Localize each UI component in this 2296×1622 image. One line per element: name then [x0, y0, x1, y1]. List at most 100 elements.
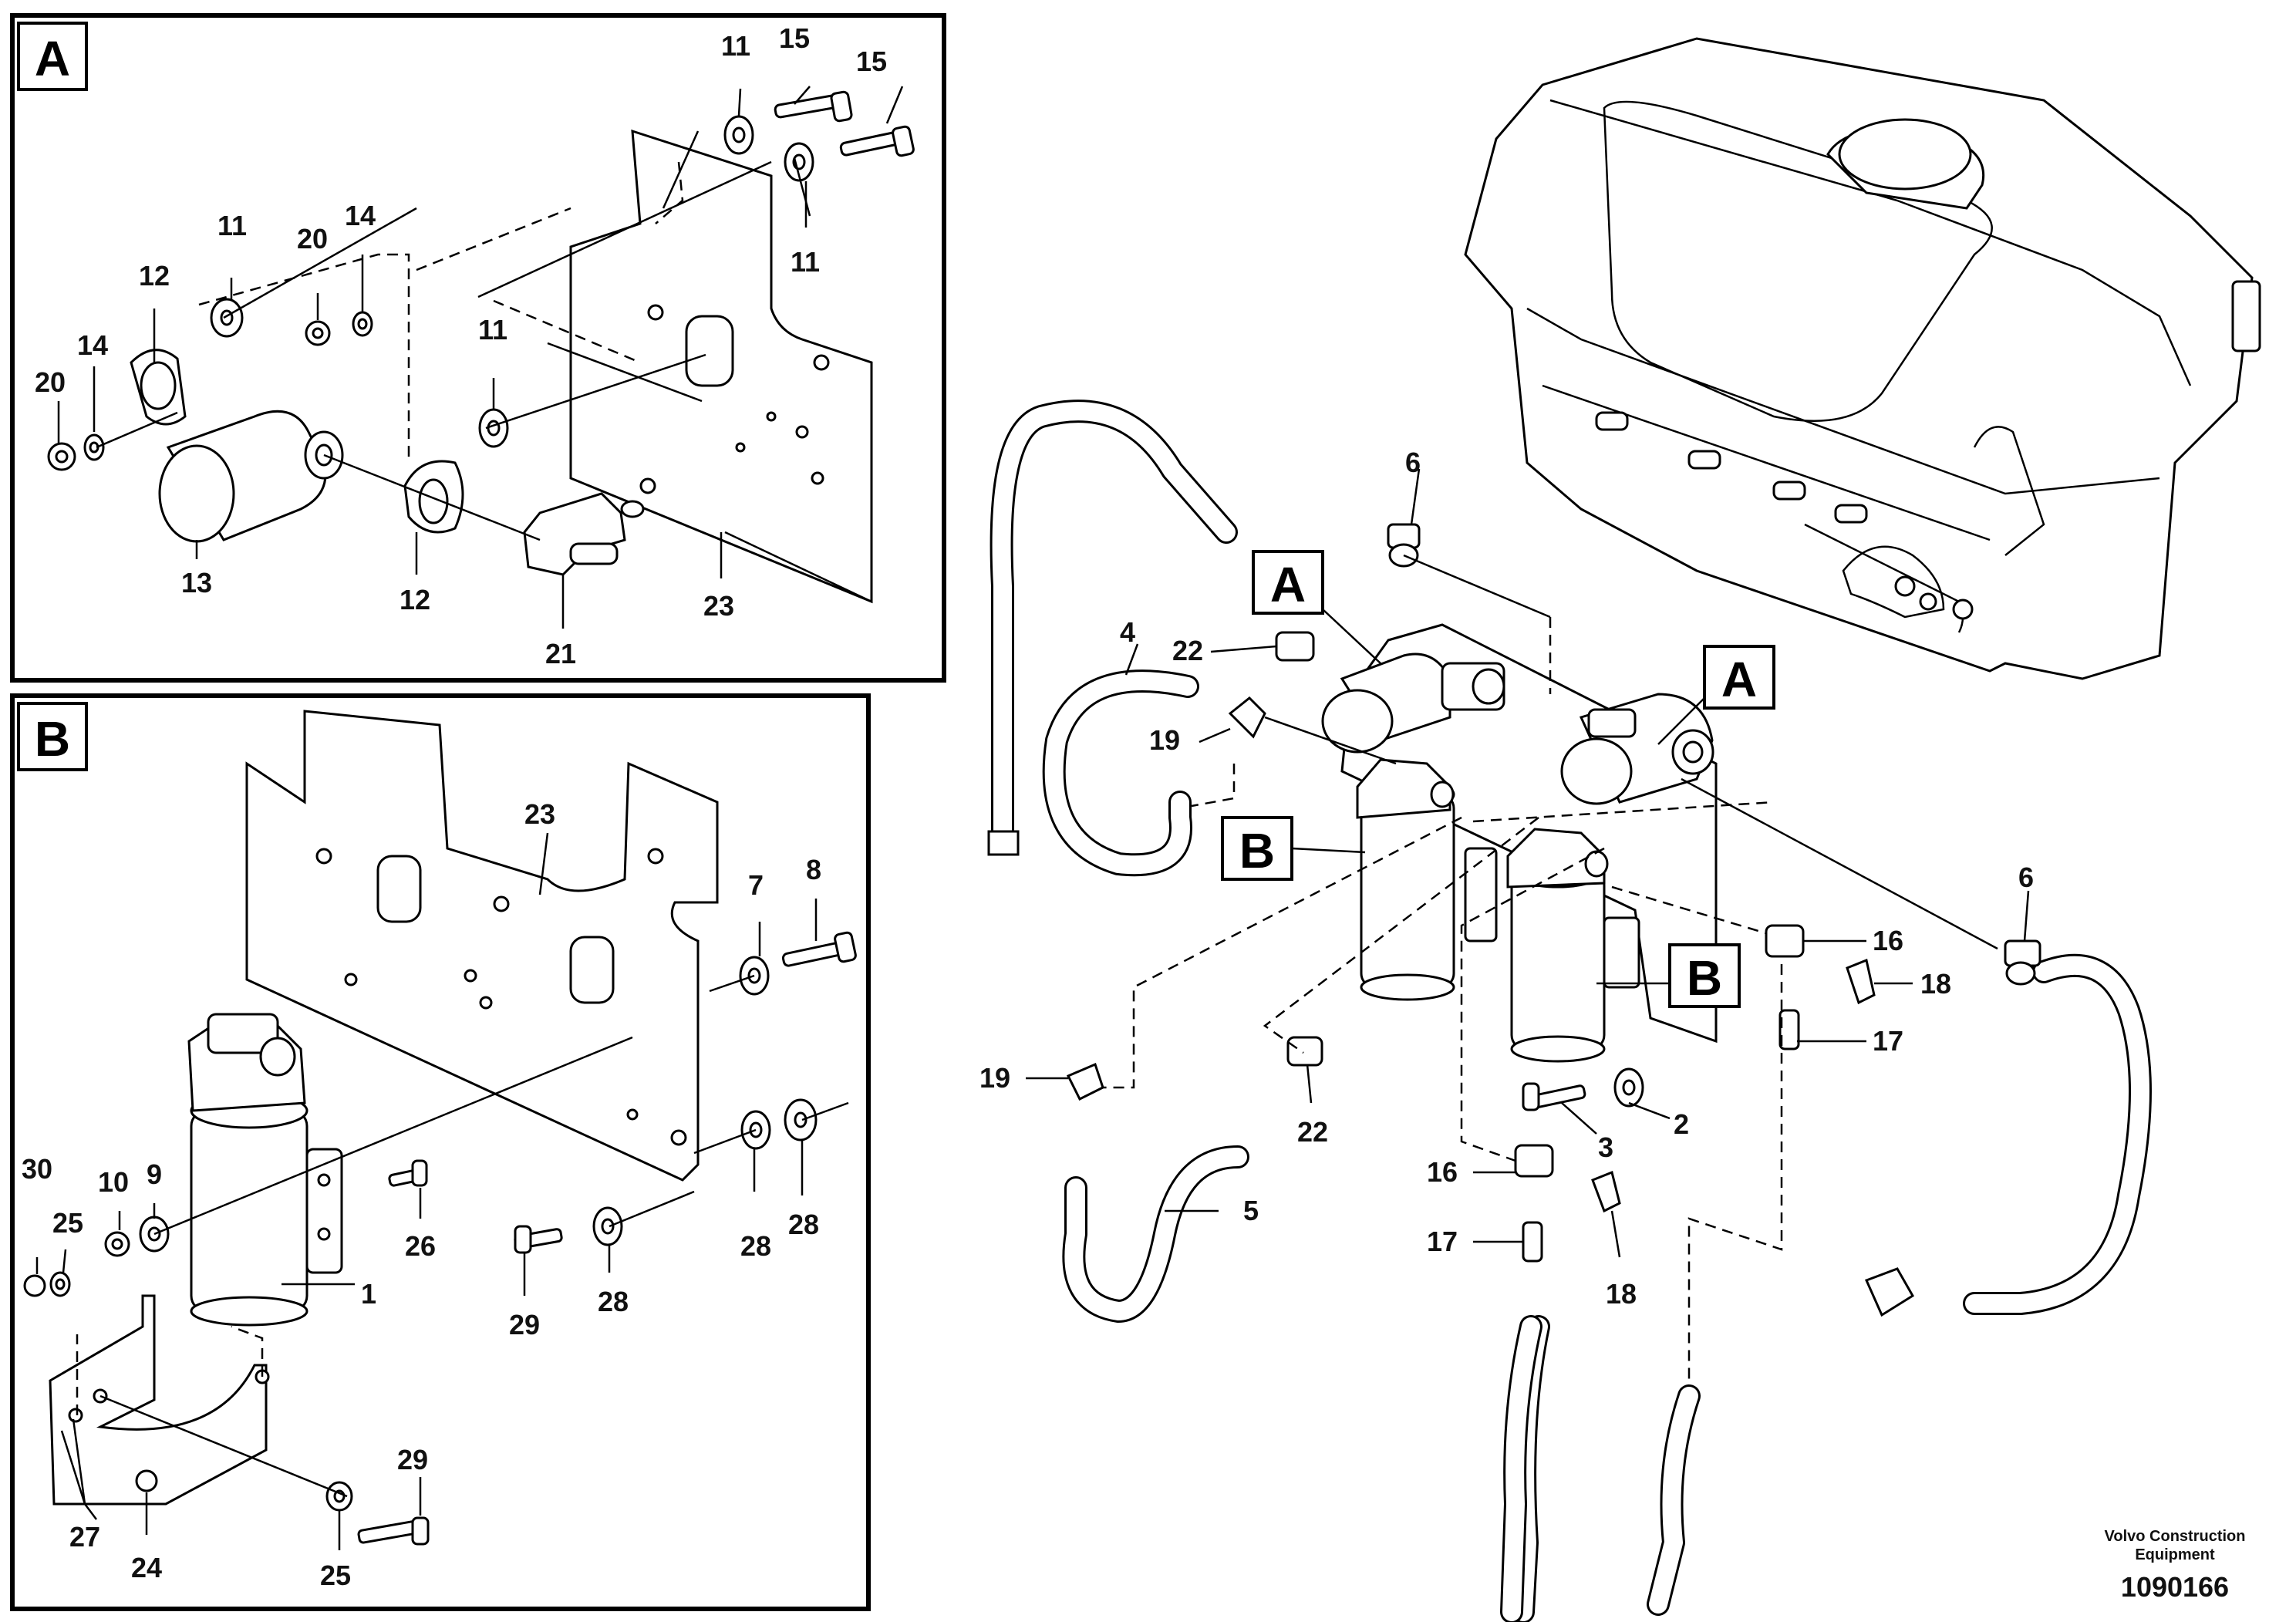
return-hose	[987, 400, 1238, 856]
washer-14-left	[83, 433, 105, 461]
bolt-29-b	[357, 1516, 430, 1546]
bolt-15-a	[774, 90, 853, 123]
fitting-18-right	[1846, 958, 1876, 1005]
washer-28-c	[784, 1098, 818, 1141]
callout-11: 11	[791, 246, 820, 278]
callout-18: 18	[1606, 1278, 1637, 1310]
callout-16: 16	[1427, 1156, 1458, 1188]
callout-28: 28	[788, 1209, 819, 1240]
labels-detail-a: 11 15 15 11 11 20 14 12 14 20 11 13 12 2…	[35, 22, 887, 669]
elbow-bottom-right	[1864, 1267, 1915, 1317]
callout-4: 4	[1120, 616, 1135, 648]
clamp-12-right	[403, 460, 464, 534]
callout-12: 12	[139, 260, 170, 292]
washer-11-c	[210, 298, 244, 338]
fitting-16-bottom	[1514, 1144, 1554, 1178]
callout-6: 6	[2018, 862, 2034, 893]
callout-19: 19	[1149, 724, 1180, 756]
callout-20: 20	[297, 223, 328, 255]
washer-11-b	[784, 142, 814, 182]
callout-1: 1	[361, 1278, 376, 1310]
clamp-12-left	[130, 349, 187, 426]
fuel-filter-b-main-2	[1464, 828, 1640, 1063]
fitting-18-bottom	[1591, 1170, 1621, 1213]
fitting-17-bottom	[1522, 1221, 1543, 1263]
callout-11: 11	[721, 30, 750, 62]
callout-8: 8	[806, 854, 821, 885]
svg-text:B: B	[1239, 823, 1275, 878]
callout-box-b-1: B	[1221, 816, 1293, 881]
callout-29: 29	[509, 1309, 540, 1340]
nut-20-top	[305, 320, 331, 346]
callout-7: 7	[748, 869, 764, 901]
callout-3: 3	[1598, 1131, 1613, 1163]
nut-24	[135, 1469, 158, 1492]
washer-11-d	[478, 408, 509, 448]
callout-15: 15	[856, 46, 887, 77]
callout-26: 26	[405, 1230, 436, 1262]
callout-21: 21	[545, 638, 576, 669]
callout-28: 28	[740, 1230, 771, 1262]
callout-11: 11	[217, 210, 247, 241]
main-assembly: A A B B	[979, 37, 2261, 1622]
callout-30: 30	[22, 1153, 52, 1185]
mounting-plate-a	[569, 129, 873, 604]
callout-2: 2	[1674, 1108, 1689, 1140]
callout-13: 13	[181, 567, 212, 599]
clamp-6-top	[1387, 523, 1421, 568]
washer-14-top	[352, 311, 373, 337]
bracket-21	[523, 492, 645, 576]
callout-5: 5	[1243, 1195, 1259, 1226]
fuel-filter-b-main-1	[1356, 758, 1455, 1001]
filter-head-a-main-1	[1321, 653, 1505, 754]
washer-28-b	[740, 1110, 771, 1150]
svg-text:A: A	[1721, 652, 1757, 707]
callout-11: 11	[478, 314, 507, 346]
fitting-22-bottom	[1286, 1036, 1323, 1067]
callout-22: 22	[1172, 635, 1203, 666]
drain-hoses	[1500, 1315, 1701, 1622]
callout-box-a-1: A	[1252, 550, 1324, 615]
callout-15: 15	[779, 22, 810, 54]
bolt-29-a	[514, 1225, 563, 1254]
washer-28-a	[592, 1206, 623, 1246]
callout-25: 25	[320, 1560, 351, 1591]
svg-text:A: A	[1270, 557, 1306, 612]
detail-a-letter: A	[35, 31, 70, 86]
svg-text:B: B	[1687, 950, 1722, 1006]
hose-5	[1062, 1145, 1249, 1323]
washer-2	[1613, 1067, 1644, 1108]
callout-28: 28	[598, 1286, 629, 1317]
callout-9: 9	[147, 1158, 162, 1190]
callout-10: 10	[98, 1166, 129, 1198]
labels-detail-b: 23 7 8 9 10 30 25 26 1 28 28 28 29 27 24…	[22, 798, 821, 1591]
nut-30	[23, 1274, 46, 1297]
fitting-19-top	[1228, 696, 1266, 739]
callout-23: 23	[703, 590, 734, 622]
callout-16: 16	[1873, 925, 1903, 956]
mounting-strap-27	[49, 1294, 270, 1506]
nut-10	[104, 1231, 130, 1257]
callout-box-a-2: A	[1703, 645, 1775, 710]
bolt-3	[1522, 1082, 1586, 1111]
filter-head-13	[158, 410, 344, 543]
callout-19: 19	[979, 1062, 1010, 1094]
filter-head-a-main-2	[1560, 693, 1714, 805]
nut-20-left	[47, 442, 76, 471]
fuel-tank	[1464, 37, 2261, 680]
company-name-line2: Equipment	[2135, 1546, 2215, 1563]
company-name-line1: Volvo Construction	[2105, 1528, 2246, 1545]
callout-29: 29	[397, 1444, 428, 1475]
fitting-17-right	[1778, 1009, 1800, 1050]
bolt-8	[781, 931, 857, 967]
callout-18: 18	[1920, 968, 1951, 1000]
detail-a-panel: A	[10, 13, 946, 683]
fitting-19-bottom	[1066, 1062, 1104, 1101]
fitting-16-right	[1765, 924, 1805, 958]
washer-25-bottom	[325, 1481, 353, 1512]
washer-11-a	[723, 115, 754, 155]
callout-14: 14	[77, 329, 108, 361]
callout-25: 25	[52, 1207, 83, 1239]
bolt-15-b	[839, 125, 915, 157]
